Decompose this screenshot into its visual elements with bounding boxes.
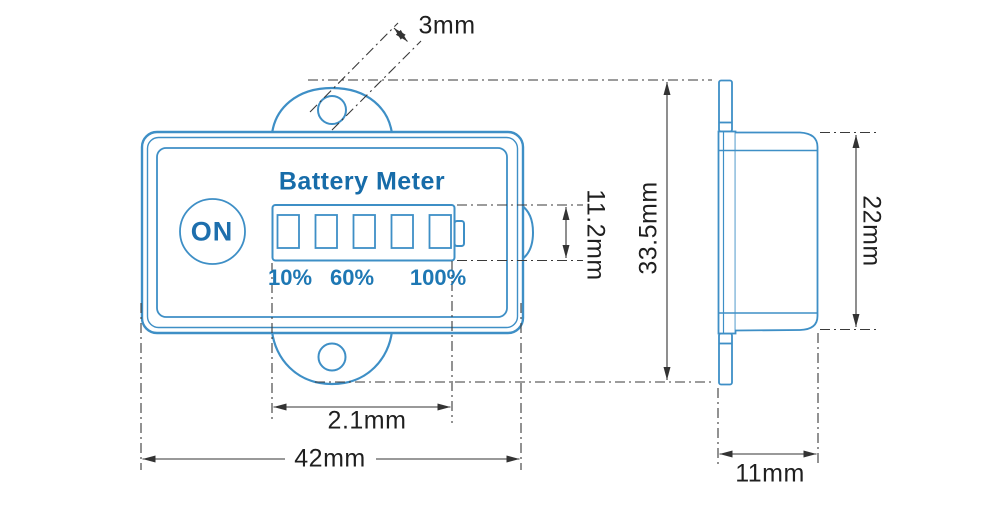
on-button-circle — [179, 198, 246, 265]
dim-label-body-depth: 11mm — [735, 459, 805, 488]
device-bezel — [146, 136, 519, 329]
dim-label-gauge-height: 11.2mm — [581, 189, 610, 281]
dim-label-hole-diameter: 3mm — [418, 11, 476, 40]
side-top-tab — [718, 79, 733, 133]
bottom-mounting-hole — [317, 342, 347, 372]
dim-line-hole-diameter — [393, 27, 408, 42]
dim-label-body-height: 22mm — [857, 195, 886, 267]
dim-label-gauge-width: 2.1mm — [327, 406, 407, 435]
gauge-cell-2 — [314, 214, 338, 249]
device-face — [156, 147, 508, 318]
battery-meter-title: Battery Meter — [278, 167, 446, 196]
top-mounting-hole — [317, 95, 347, 125]
scale-label-60: 60% — [329, 265, 375, 290]
battery-gauge-outline — [271, 204, 456, 262]
side-view — [717, 79, 819, 386]
dim-label-overall-height: 33.5mm — [634, 181, 663, 275]
side-bottom-tab — [718, 332, 733, 386]
ext-hole-tangent-left — [309, 22, 399, 113]
gauge-cell-1 — [276, 214, 300, 249]
scale-label-100: 100% — [409, 265, 467, 290]
front-view — [140, 86, 535, 386]
gauge-cell-4 — [390, 214, 414, 249]
battery-terminal-nub — [453, 220, 465, 247]
on-button-label: ON — [190, 216, 234, 247]
dim-label-overall-width: 42mm — [288, 446, 372, 472]
gauge-cell-3 — [352, 214, 376, 249]
dimension-lines — [142, 27, 860, 463]
scale-label-10: 10% — [267, 265, 313, 290]
ext-hole-tangent-right — [331, 40, 422, 131]
side-flange-plate — [717, 130, 737, 335]
extension-lines — [140, 22, 880, 470]
side-body-box — [735, 131, 819, 332]
gauge-cell-5 — [428, 214, 452, 249]
